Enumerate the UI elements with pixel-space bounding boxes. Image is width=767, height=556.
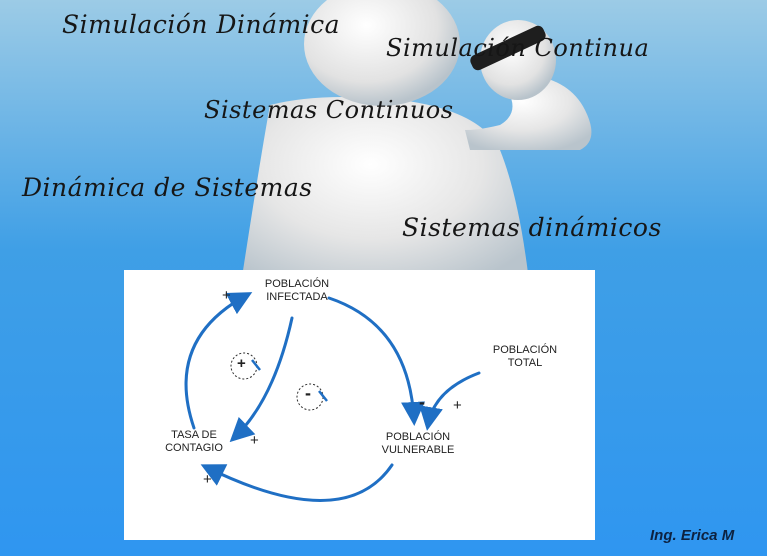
node-poblacion-infectada: POBLACIÓN INFECTADA — [264, 278, 330, 303]
phrase-simulacion-continua: Simulación Continua — [386, 34, 650, 62]
node-poblacion-total: POBLACIÓN TOTAL — [492, 344, 558, 369]
causal-loop-diagram: POBLACIÓN INFECTADA POBLACIÓN TOTAL TASA… — [124, 270, 595, 540]
reinforcing-loop-sign: + — [237, 355, 246, 372]
phrase-sistemas-continuos: Sistemas Continuos — [204, 96, 454, 124]
node-poblacion-vulnerable: POBLACIÓN VULNERABLE — [381, 431, 455, 456]
sign-plus-infectada-tasa: + — [250, 432, 259, 449]
sign-plus-vulnerable-tasa: + — [203, 471, 212, 488]
arrow-infectada-to-vulnerable — [327, 296, 426, 426]
node-tasa-de-contagio: TASA DE CONTAGIO — [165, 429, 223, 454]
arrow-vulnerable-to-tasa — [200, 463, 394, 502]
sign-plus-total-vulnerable: + — [453, 397, 462, 414]
sign-minus-infectada-vulnerable: - — [419, 392, 425, 412]
arrow-total-to-vulnerable — [419, 371, 481, 431]
balancing-loop-sign: - — [305, 383, 311, 403]
causal-loop-arrows — [184, 292, 481, 502]
phrase-simulacion-dinamica: Simulación Dinámica — [62, 10, 341, 39]
author-credit: Ing. Erica M — [650, 527, 735, 544]
phrase-sistemas-dinamicos: Sistemas dinámicos — [402, 213, 662, 242]
sign-plus-tasa-infectada: + — [222, 287, 231, 304]
arrow-tasa-to-infectada — [184, 292, 253, 430]
arrow-infectada-to-tasa — [229, 316, 294, 443]
figure-with-marker-illustration — [240, 0, 592, 290]
phrase-dinamica-de-sistemas: Dinámica de Sistemas — [22, 173, 313, 202]
